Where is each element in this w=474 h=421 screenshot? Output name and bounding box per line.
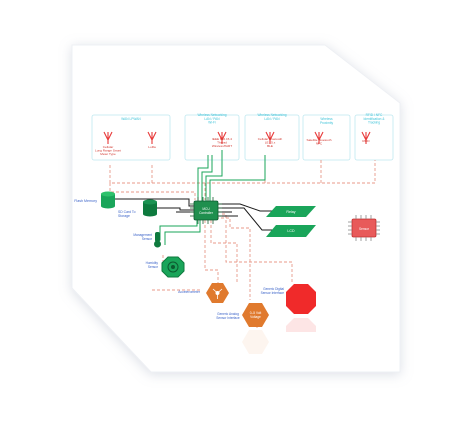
humidity-sensor-label-line-1: Humidity bbox=[146, 261, 159, 265]
voltage-sensor-node[interactable]: 0–5 Volt Voltage bbox=[242, 303, 269, 354]
sd-card-label-line-1: SD Card To bbox=[118, 210, 136, 214]
antenna-label: Cellular bbox=[103, 145, 114, 149]
antenna-label: Satellite Bluetooth bbox=[307, 138, 332, 142]
radio-group-title: Wireless Networking bbox=[197, 113, 226, 117]
flash-memory-label: Flash Memory bbox=[74, 199, 97, 203]
management-sensor-node[interactable]: Management Sensor bbox=[133, 232, 161, 248]
analog-sensor-node[interactable]: Generic Analog Sensor Interface bbox=[206, 283, 240, 320]
lcd-display-label: LCD bbox=[287, 229, 295, 233]
radio-group-title: Wireless bbox=[320, 117, 333, 121]
voltage-sensor-label-line-2: Voltage bbox=[250, 315, 261, 319]
antenna-icon bbox=[265, 131, 275, 144]
relay-display-node[interactable]: Relay bbox=[266, 206, 316, 217]
management-sensor-label-line-2: Sensor bbox=[142, 237, 153, 241]
humidity-sensor-node[interactable]: Humidity Sensor bbox=[146, 256, 185, 278]
antenna-label: NFC bbox=[316, 142, 323, 146]
antenna-label: IEEE 802.15.4 bbox=[212, 137, 232, 141]
radio-group-title: Proximity bbox=[320, 121, 334, 125]
radio-group-title: Tracking bbox=[368, 121, 380, 125]
antenna-label: Cellular Bluetooth bbox=[258, 137, 283, 141]
antenna-label: RFID bbox=[362, 139, 370, 143]
standalone-chip-node[interactable]: Sensor bbox=[348, 215, 380, 241]
antenna-icon bbox=[217, 131, 227, 144]
sd-card-label-line-2: Storage bbox=[118, 214, 130, 218]
standalone-chip-label: Sensor bbox=[359, 227, 370, 231]
digital-sensor-label-line-2: Sensor Interface bbox=[261, 291, 285, 295]
analog-sensor-label-line-2: Sensor Interface bbox=[216, 316, 240, 320]
antenna-label: LE / 5.x bbox=[265, 141, 276, 145]
antenna-label: Long Range Smart bbox=[95, 149, 121, 153]
antenna-icon bbox=[314, 131, 324, 144]
radio-group-title: LAN / PAN bbox=[204, 117, 220, 121]
sd-card-node[interactable]: SD Card To Storage bbox=[118, 199, 157, 219]
radio-group-title: Identification & bbox=[364, 117, 386, 121]
antenna-icon bbox=[103, 131, 113, 144]
radio-group-title: WAN LPWAN bbox=[121, 117, 141, 121]
radio-group-title: RFID / NFC bbox=[366, 113, 383, 117]
radio-group-title: Wi-Fi bbox=[208, 121, 216, 125]
management-sensor-label-line-1: Management bbox=[133, 233, 152, 237]
analog-sensor-label-line-1: Generic Analog bbox=[217, 312, 239, 316]
digital-sensor-node[interactable]: Generic Digital Sensor Interface bbox=[261, 284, 316, 332]
antenna-icon bbox=[147, 131, 157, 144]
lcd-display-node[interactable]: LCD bbox=[266, 225, 316, 237]
antenna-label: Thread bbox=[217, 141, 227, 145]
antenna-label: Meter Type bbox=[100, 152, 116, 156]
flash-memory-node[interactable]: Flash Memory bbox=[74, 191, 115, 209]
voltage-sensor-label-line-1: 0–5 Volt bbox=[250, 311, 262, 315]
relay-display-label: Relay bbox=[286, 210, 295, 214]
mcu-label-line-1: MCU bbox=[202, 207, 210, 211]
accelerometer-label: Accelerometer bbox=[178, 290, 201, 294]
green-bus bbox=[158, 150, 266, 245]
radio-group-title: Wireless Networking bbox=[257, 113, 286, 117]
mcu-chip[interactable]: MCU Controller bbox=[190, 197, 222, 224]
antenna-icon bbox=[361, 131, 371, 144]
antenna-label: BLE bbox=[267, 144, 273, 148]
radio-group-title: LAN / PAN bbox=[264, 117, 280, 121]
digital-sensor-label-line-1: Generic Digital bbox=[263, 287, 284, 291]
mcu-label-line-2: Controller bbox=[199, 211, 214, 215]
antenna-label: WirelessHART bbox=[212, 144, 232, 148]
humidity-sensor-label-line-2: Sensor bbox=[148, 265, 159, 269]
antenna-label: LoRa bbox=[148, 145, 156, 149]
